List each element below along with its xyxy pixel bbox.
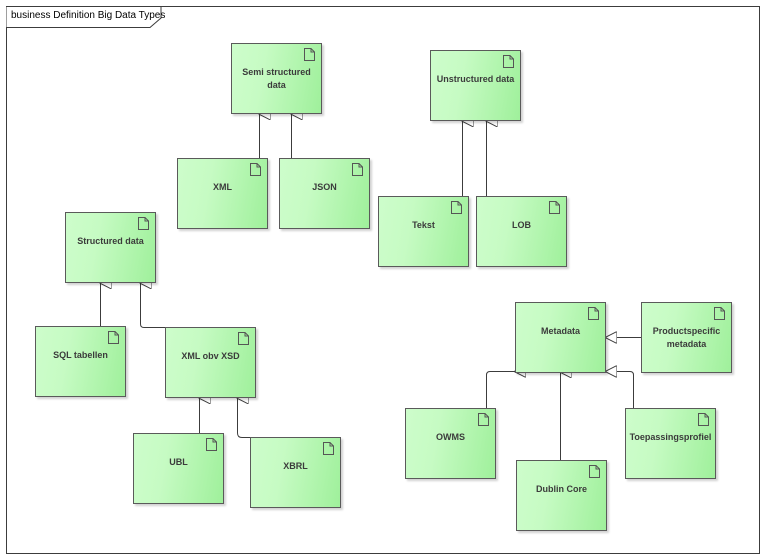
document-icon (714, 307, 725, 320)
document-icon (206, 438, 217, 451)
node-dublin-core[interactable]: Dublin Core (516, 460, 607, 531)
node-label: Semi structured data (242, 67, 311, 90)
connector-xsd-structured (141, 283, 165, 328)
node-structured-data[interactable]: Structured data (65, 212, 156, 283)
node-label: XBRL (283, 461, 308, 471)
node-label-line2: metadata (666, 339, 707, 349)
document-icon (304, 48, 315, 61)
node-label: Unstructured data (436, 74, 515, 84)
document-icon (323, 442, 334, 455)
document-icon (503, 55, 514, 68)
node-label: UBL (169, 457, 188, 467)
node-label: Metadata (540, 326, 580, 336)
node-ubl[interactable]: UBL (133, 433, 224, 504)
node-label: XML (213, 182, 232, 192)
document-icon (588, 307, 599, 320)
node-tekst[interactable]: Tekst (378, 196, 469, 267)
node-lob[interactable]: LOB (476, 196, 567, 267)
document-icon (451, 201, 462, 214)
node-semi-structured-data[interactable]: Semi structured data (231, 43, 322, 114)
diagram-frame (6, 6, 760, 554)
node-label: Structured data (77, 236, 144, 246)
node-xbrl[interactable]: XBRL (250, 437, 341, 508)
diagram-title-tab (6, 6, 162, 28)
node-owms[interactable]: OWMS (405, 408, 496, 479)
node-label: LOB (512, 220, 531, 230)
node-json[interactable]: JSON (279, 158, 370, 229)
document-icon (589, 465, 600, 478)
node-toepassingsprofiel[interactable]: Toepassingsprofiel (625, 408, 716, 479)
document-icon (549, 201, 560, 214)
node-label: Tekst (412, 220, 435, 230)
document-icon (250, 163, 261, 176)
connector-toepassing-metadata (618, 371, 634, 408)
node-label: XML obv XSD (181, 351, 240, 361)
connector-xbrl-xsd (238, 398, 251, 438)
node-label: SQL tabellen (53, 350, 108, 360)
document-icon (698, 413, 709, 426)
node-label: JSON (312, 182, 337, 192)
node-label: Toepassingsprofiel (629, 432, 712, 442)
document-icon (478, 413, 489, 426)
node-label-line1: Productspecific (652, 326, 721, 336)
node-label: Dublin Core (536, 484, 587, 494)
node-sql-tabellen[interactable]: SQL tabellen (35, 326, 126, 397)
document-icon (138, 217, 149, 230)
node-metadata[interactable]: Metadata (515, 302, 606, 373)
node-unstructured-data[interactable]: Unstructured data (430, 50, 521, 121)
document-icon (238, 332, 249, 345)
node-xml-obv-xsd[interactable]: XML obv XSD (165, 327, 256, 398)
node-xml[interactable]: XML (177, 158, 268, 229)
document-icon (352, 163, 363, 176)
node-label: OWMS (436, 432, 465, 442)
document-icon (108, 331, 119, 344)
node-productspecific-metadata[interactable]: Productspecific metadata (641, 302, 732, 373)
diagram-title: business Definition Big Data Types (11, 10, 166, 21)
connector-owms-metadata (486, 371, 503, 408)
